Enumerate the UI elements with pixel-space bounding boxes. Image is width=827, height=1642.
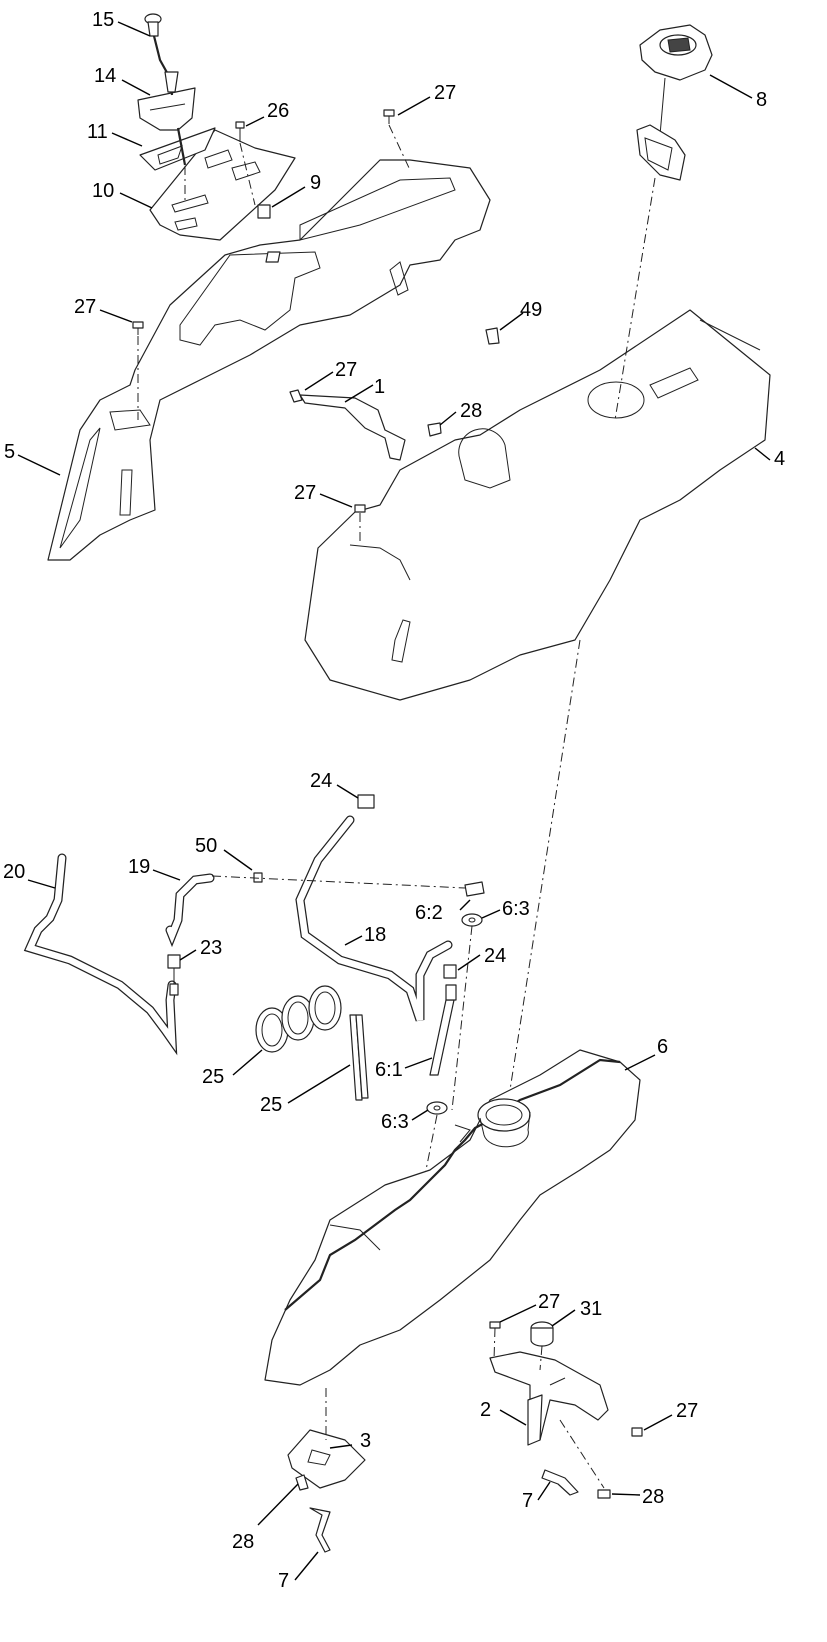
bracket-part-2 bbox=[489, 1351, 609, 1446]
callout-6-2: 6:2 bbox=[415, 902, 443, 924]
callout-2: 2 bbox=[480, 1399, 491, 1421]
callout-labels: 15 14 11 10 26 27 9 8 27 49 27 1 28 5 4 … bbox=[3, 9, 785, 1592]
callout-18: 18 bbox=[364, 924, 386, 946]
callout-24: 24 bbox=[310, 770, 332, 792]
clamp-part-24-lower bbox=[443, 964, 457, 979]
callout-19: 19 bbox=[128, 856, 150, 878]
fuel-cap-part-8 bbox=[614, 24, 713, 421]
callout-7: 7 bbox=[522, 1490, 533, 1512]
bracket-part-3 bbox=[287, 1388, 366, 1491]
callout-11: 11 bbox=[87, 121, 108, 143]
callout-5: 5 bbox=[4, 441, 15, 463]
hose-part-18 bbox=[295, 815, 453, 1022]
screw-part-27-bracket2-top bbox=[489, 1321, 501, 1361]
callout-6-1: 6:1 bbox=[375, 1059, 403, 1081]
callout-15: 15 bbox=[92, 9, 114, 31]
tube-part-6-1 bbox=[429, 984, 457, 1076]
callout-27: 27 bbox=[335, 359, 357, 381]
callout-10: 10 bbox=[92, 180, 114, 202]
callout-27: 27 bbox=[676, 1400, 698, 1422]
bracket-part-1 bbox=[289, 389, 442, 461]
lever-housing-part-14 bbox=[137, 87, 196, 166]
screw-part-26 bbox=[235, 121, 245, 142]
callout-20: 20 bbox=[3, 861, 25, 883]
screw-part-27-cover bbox=[354, 504, 366, 545]
callout-25: 25 bbox=[202, 1066, 224, 1088]
callout-6-3: 6:3 bbox=[381, 1111, 409, 1133]
screw-part-27-top bbox=[383, 109, 395, 124]
callout-6: 6 bbox=[657, 1036, 668, 1058]
spacer-part-31 bbox=[530, 1321, 554, 1371]
tank-cover-part-4 bbox=[304, 309, 771, 701]
grommet-part-6-3-upper bbox=[461, 913, 483, 927]
fitting-part-6-2 bbox=[464, 881, 485, 897]
screw-part-27-bracket2-right bbox=[631, 1427, 643, 1437]
clip-part-7-right bbox=[541, 1469, 579, 1496]
callout-24: 24 bbox=[484, 945, 506, 967]
callout-6-3: 6:3 bbox=[502, 898, 530, 920]
callout-4: 4 bbox=[774, 448, 785, 470]
callout-28: 28 bbox=[642, 1486, 664, 1508]
callout-28: 28 bbox=[460, 400, 482, 422]
callout-27: 27 bbox=[294, 482, 316, 504]
callout-23: 23 bbox=[200, 937, 222, 959]
dash-lines-upper bbox=[137, 124, 411, 420]
hose-part-19 bbox=[165, 873, 215, 996]
clip-part-9 bbox=[257, 204, 281, 263]
callout-31: 31 bbox=[580, 1298, 602, 1320]
callout-8: 8 bbox=[756, 89, 767, 111]
clip-part-49 bbox=[485, 327, 500, 345]
callout-27: 27 bbox=[434, 82, 456, 104]
control-plate-part-10 bbox=[149, 129, 296, 241]
callout-9: 9 bbox=[310, 172, 321, 194]
callout-27: 27 bbox=[74, 296, 96, 318]
front-cover-part-5 bbox=[47, 159, 491, 561]
fuel-tank-part-6 bbox=[264, 1049, 641, 1386]
clamp-part-24-upper bbox=[357, 794, 375, 809]
callout-1: 1 bbox=[374, 376, 385, 398]
grommet-part-6-3-lower bbox=[426, 1101, 448, 1115]
clip-part-7-left bbox=[309, 1507, 331, 1553]
callout-50: 50 bbox=[195, 835, 217, 857]
callout-7: 7 bbox=[278, 1570, 289, 1592]
screw-part-27-left bbox=[132, 321, 144, 335]
fitting-part-50 bbox=[253, 872, 263, 883]
callout-leaders bbox=[17, 21, 771, 1581]
callout-14: 14 bbox=[94, 65, 116, 87]
hose-part-20 bbox=[23, 853, 178, 1056]
callout-27: 27 bbox=[538, 1291, 560, 1313]
callout-25: 25 bbox=[260, 1094, 282, 1116]
dash-lines-hose bbox=[211, 639, 581, 1176]
callout-3: 3 bbox=[360, 1430, 371, 1452]
callout-28: 28 bbox=[232, 1531, 254, 1553]
callout-26: 26 bbox=[267, 100, 289, 122]
callout-49: 49 bbox=[520, 299, 542, 321]
cable-ties-part-25 bbox=[255, 985, 369, 1101]
screw-part-28-bracket2 bbox=[559, 1419, 611, 1499]
knob-part-15 bbox=[144, 13, 179, 96]
bracket-part-11 bbox=[139, 127, 216, 171]
